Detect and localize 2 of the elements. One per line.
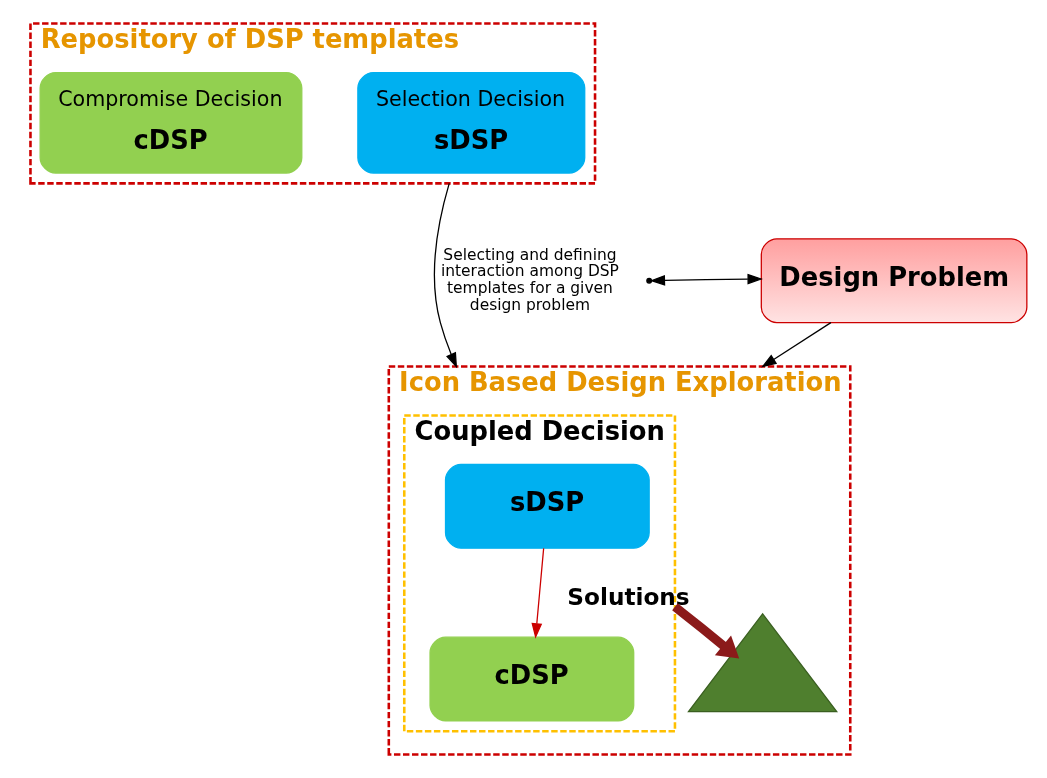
edge-label: Selecting and defining interaction among DSP templates for a given design problem	[440, 245, 619, 314]
node-label: Solutions	[567, 583, 690, 611]
